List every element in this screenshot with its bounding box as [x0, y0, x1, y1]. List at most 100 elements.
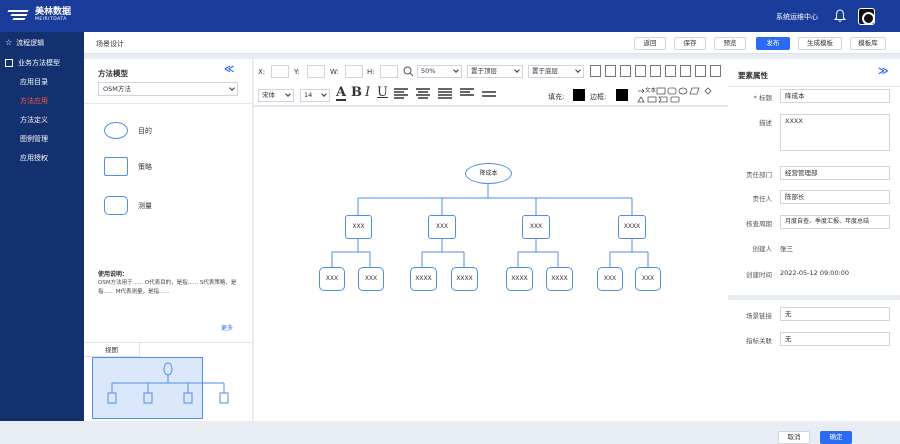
align-top-icon[interactable]	[635, 65, 646, 77]
top-header: 美林数据 MEIRITDATA 系统运维中心	[0, 0, 900, 32]
node-leaf[interactable]: XXX	[597, 267, 623, 291]
sidebar-group-business-model[interactable]: 业务方法模型	[0, 54, 84, 72]
rect-tool-icon	[656, 87, 666, 95]
owner-input[interactable]: 陈部长	[780, 190, 890, 204]
text-tool-label[interactable]: 文本	[645, 88, 657, 94]
italic-icon[interactable]: I	[365, 85, 371, 100]
node-leaf[interactable]: XXXX	[546, 267, 573, 291]
minimap[interactable]	[92, 357, 244, 419]
node-mid[interactable]: XXX	[522, 215, 550, 239]
dept-input[interactable]: 经营管理部	[780, 166, 890, 180]
link-label: 场景链接	[746, 312, 772, 320]
dept-label: 责任部门	[746, 171, 772, 179]
creator-label: 创建人	[752, 245, 773, 253]
shape-tools[interactable]	[637, 86, 725, 104]
cycle-input[interactable]: 月度自查、季度汇报、年度总结	[780, 215, 890, 229]
zoom-icon[interactable]	[403, 66, 414, 77]
node-root[interactable]: 降成本	[465, 163, 512, 184]
node-leaf[interactable]: XXX	[358, 267, 384, 291]
ellipse-shape-icon	[104, 122, 128, 139]
align-left-icon[interactable]	[590, 65, 601, 77]
align-bottom-icon[interactable]	[665, 65, 676, 77]
node-mid[interactable]: XXX	[345, 215, 372, 239]
save-button[interactable]: 保存	[674, 37, 706, 50]
justify-icon	[438, 88, 452, 99]
chevron-down-icon	[575, 67, 581, 73]
same-size-icon[interactable]	[710, 65, 721, 77]
brand-sub: MEIRITDATA	[35, 17, 67, 22]
underline-icon[interactable]: U	[377, 85, 388, 100]
shape-rect-item[interactable]: 策略	[104, 157, 152, 176]
bell-icon[interactable]	[834, 9, 846, 22]
send-to-back-select[interactable]: 置于底层	[528, 65, 584, 78]
sidebar-item-legend[interactable]: 图例管理	[0, 130, 84, 148]
system-name[interactable]: 系统运维中心	[776, 13, 818, 21]
avatar[interactable]	[858, 8, 875, 25]
node-leaf[interactable]: XXX	[635, 267, 661, 291]
back-button[interactable]: 返回	[634, 37, 666, 50]
confirm-button[interactable]: 确定	[820, 431, 852, 444]
font-family-select[interactable]: 宋体	[258, 89, 294, 102]
sidebar-item-method-app[interactable]: 方法应用	[0, 92, 84, 110]
connector-lines	[331, 184, 649, 267]
line-spacing-icon	[460, 88, 474, 96]
metric-label: 指标关联	[746, 337, 772, 345]
title-input[interactable]: 降成本	[780, 89, 890, 103]
diagram-canvas[interactable]: 降成本 XXX XXX XXX XXXX XXX XXX XXXX XXXX X…	[254, 107, 728, 421]
generate-template-button[interactable]: 生成模板	[798, 37, 842, 50]
h-input[interactable]	[380, 65, 398, 78]
node-mid[interactable]: XXX	[428, 215, 456, 239]
desc-textarea[interactable]: XXXX	[780, 114, 890, 151]
cancel-button[interactable]: 取消	[778, 431, 810, 444]
panel-title: 方法模型	[98, 69, 128, 78]
node-mid[interactable]: XXXX	[618, 215, 646, 239]
border-color-swatch[interactable]	[616, 89, 628, 101]
distribute-h-icon[interactable]	[680, 65, 691, 77]
fill-color-swatch[interactable]	[573, 89, 585, 101]
align-right-icon[interactable]	[620, 65, 631, 77]
w-input[interactable]	[345, 65, 363, 78]
distribute-v-icon[interactable]	[695, 65, 706, 77]
font-size-value: 14	[304, 91, 313, 99]
divider	[84, 103, 252, 104]
star-icon: ☆	[5, 38, 13, 47]
node-leaf[interactable]: XXXX	[451, 267, 478, 291]
x-input[interactable]	[271, 65, 289, 78]
align-center-icon[interactable]	[605, 65, 616, 77]
sidebar-item-app-catalog[interactable]: 应用目录	[0, 73, 84, 91]
metric-input[interactable]: 无	[780, 332, 890, 346]
shape-rounded-item[interactable]: 测量	[104, 196, 152, 215]
rounded-rect-shape-icon	[104, 196, 128, 215]
font-color-icon[interactable]: A	[336, 85, 347, 101]
preview-button[interactable]: 预览	[714, 37, 746, 50]
fill-label: 填充:	[548, 93, 565, 101]
template-library-button[interactable]: 模板库	[850, 37, 886, 50]
x-label: X:	[258, 68, 266, 76]
shape-ellipse-item[interactable]: 目的	[104, 122, 152, 139]
tab-view[interactable]: 视图	[84, 343, 140, 357]
sidebar-item-auth[interactable]: 应用授权	[0, 149, 84, 167]
bring-to-front-select[interactable]: 置于顶层	[467, 65, 523, 78]
node-leaf[interactable]: XXXX	[410, 267, 437, 291]
model-select[interactable]: OSM方法	[98, 82, 238, 96]
sidebar-item-method-def[interactable]: 方法定义	[0, 111, 84, 129]
more-link[interactable]: 更多	[221, 325, 234, 332]
divider	[728, 86, 900, 87]
link-input[interactable]: 无	[780, 307, 890, 321]
publish-button[interactable]: 发布	[756, 37, 790, 50]
font-value: 宋体	[262, 91, 275, 99]
expand-icon[interactable]: ≫	[878, 66, 889, 77]
text-align-icons[interactable]	[394, 87, 514, 101]
collapse-icon[interactable]: ≪	[224, 64, 235, 75]
zoom-select[interactable]: 50%	[417, 65, 462, 78]
font-size-select[interactable]: 14	[300, 89, 330, 102]
cycle-label: 核查周期	[746, 220, 772, 228]
shape-label: 策略	[138, 162, 152, 171]
align-middle-icon[interactable]	[650, 65, 661, 77]
node-leaf[interactable]: XXX	[319, 267, 345, 291]
y-input[interactable]	[307, 65, 325, 78]
sidebar-item-flow-logic[interactable]: ☆ 流程逻辑	[0, 34, 84, 52]
usage-text: OSM方法用于...... O代表目的，是指...... S代表策略，是指...…	[98, 280, 237, 295]
node-leaf[interactable]: XXXX	[506, 267, 533, 291]
bold-icon[interactable]: B	[351, 85, 362, 100]
